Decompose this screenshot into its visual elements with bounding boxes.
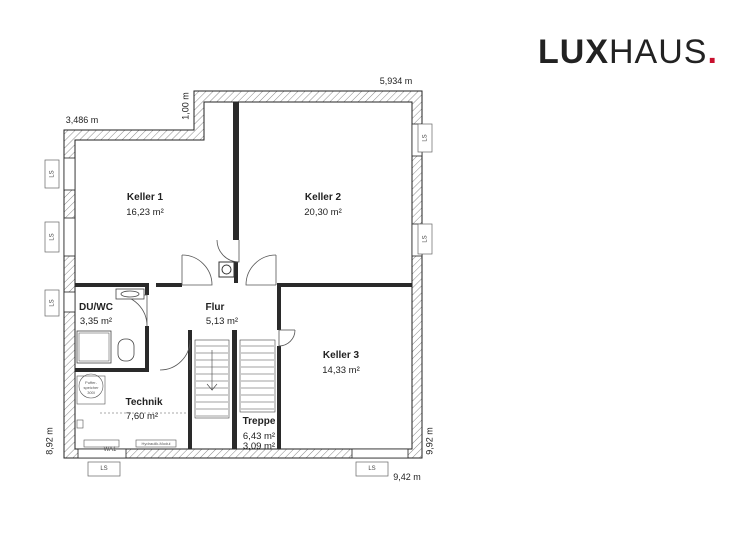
room-name-duwc: DU/WC (79, 302, 113, 313)
storage-label-3: 300l (87, 390, 95, 395)
logo-part1: LUX (538, 33, 609, 71)
ls-label-left-3: LS (50, 299, 56, 306)
room-name-keller1: Keller 1 (127, 192, 164, 203)
logo-part2: HAUS (609, 33, 708, 71)
room-area-treppe-2: 3,09 m² (243, 441, 275, 452)
windows (63, 123, 423, 459)
technik-fixtures (76, 373, 186, 448)
ls-label-bottom-1: LS (100, 466, 107, 472)
exterior-wall (63, 90, 423, 459)
room-area-keller3: 14,33 m² (322, 365, 360, 376)
ls-label-bottom-2: LS (368, 466, 375, 472)
shaft (218, 261, 235, 278)
room-area-duwc: 3,35 m² (80, 316, 112, 327)
room-area-treppe-1: 6,43 m² (243, 431, 275, 442)
room-area-keller1: 16,23 m² (126, 207, 164, 218)
wa-label: WA1 (104, 447, 117, 453)
ls-label-left-1: LS (50, 170, 56, 177)
logo-dot: . (707, 33, 718, 71)
ls-label-right-1: LS (423, 134, 429, 141)
dimension-right-height: 9,92 m (424, 427, 434, 455)
room-name-keller3: Keller 3 (323, 350, 360, 361)
room-area-technik: 7,60 m² (126, 411, 158, 422)
room-area-keller2: 20,30 m² (304, 207, 342, 218)
dimension-top-left: 3,486 m (66, 115, 99, 125)
ls-label-left-2: LS (50, 233, 56, 240)
storage-label-1: Puffer- (85, 380, 98, 385)
luxhaus-logo: LUXHAUS. (538, 32, 718, 72)
room-name-technik: Technik (125, 397, 162, 408)
dimension-bottom-right: 9,42 m (393, 472, 421, 482)
room-area-flur: 5,13 m² (206, 316, 238, 327)
room-name-treppe: Treppe (243, 416, 276, 427)
ls-label-right-2: LS (423, 235, 429, 242)
stairs (194, 339, 276, 419)
dimension-left-height: 8,92 m (44, 427, 54, 455)
room-name-flur: Flur (206, 302, 225, 313)
dimension-top-right: 5,934 m (380, 76, 413, 86)
window-markers (44, 123, 433, 477)
room-name-keller2: Keller 2 (305, 192, 342, 203)
hydraulic-label: Hydraulik-Modul (142, 441, 171, 446)
bathroom-fixtures (76, 288, 145, 364)
interior-walls (75, 102, 412, 449)
storage-label-2: speicher (83, 385, 99, 390)
dimension-offset: 1,00 m (180, 92, 190, 120)
